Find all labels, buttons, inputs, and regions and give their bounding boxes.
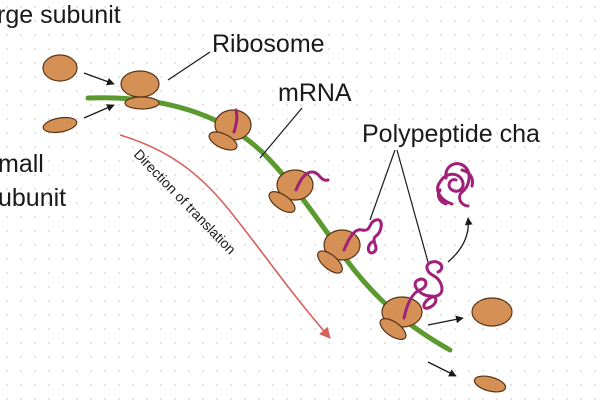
release-large-arrow bbox=[427, 315, 464, 326]
ribosome-5 bbox=[379, 260, 444, 340]
direction-arrow bbox=[119, 134, 331, 339]
polypeptide-release-arrow bbox=[447, 217, 473, 263]
small-subunit-label-line2: ubunit bbox=[0, 184, 66, 212]
polypeptide-leader-2 bbox=[396, 149, 429, 263]
large-subunit-label: rge subunit bbox=[0, 1, 121, 29]
released-small-subunit bbox=[473, 375, 507, 393]
large-subunit-arrow bbox=[83, 72, 115, 86]
ribosome-3 bbox=[268, 169, 330, 213]
ribosome-label: Ribosome bbox=[212, 30, 325, 58]
ribosome-4 bbox=[317, 218, 383, 274]
free-large-subunit bbox=[42, 54, 78, 82]
polypeptide-leader-1 bbox=[369, 149, 396, 221]
ribosome-2 bbox=[208, 108, 252, 151]
ribosome-leader bbox=[167, 51, 211, 81]
released-large-subunit bbox=[471, 297, 513, 327]
small-subunit-arrow bbox=[83, 104, 115, 119]
mrna-leader bbox=[259, 107, 303, 159]
ribosome-1 bbox=[120, 70, 160, 110]
release-small-arrow bbox=[427, 361, 457, 377]
free-small-subunit bbox=[42, 116, 78, 134]
small-subunit-label-line1: mall bbox=[0, 150, 44, 178]
released-polypeptide bbox=[436, 162, 474, 208]
polypeptide-chains-label: Polypeptide cha bbox=[362, 120, 540, 148]
mrna-label: mRNA bbox=[278, 79, 352, 107]
